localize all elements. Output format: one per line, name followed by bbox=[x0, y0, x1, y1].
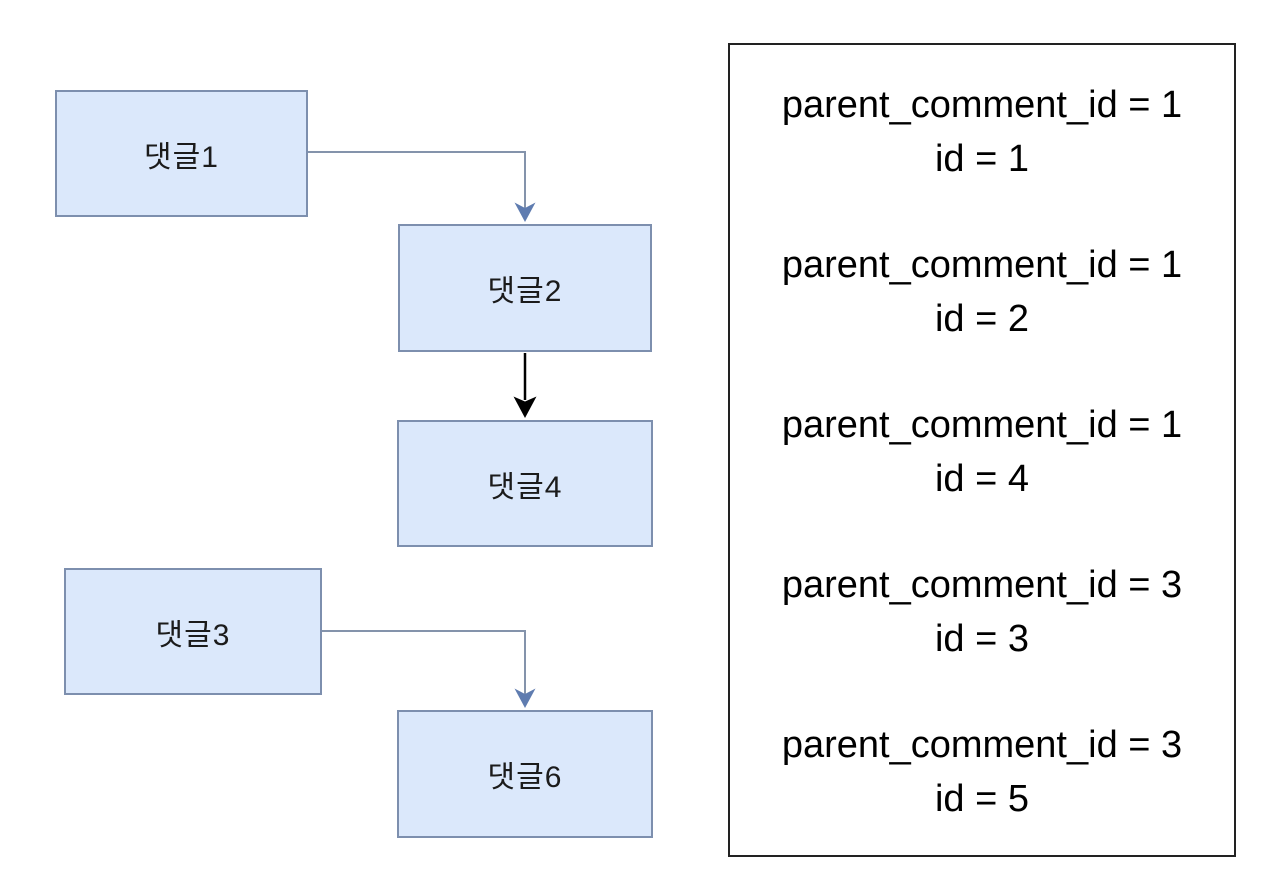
id-line: id = 1 bbox=[934, 138, 1030, 180]
arrow-comment3-comment6-head-icon bbox=[514, 688, 536, 708]
id-line: id = 4 bbox=[934, 458, 1030, 500]
id-mapping-panel: parent_comment_id = 1 id = 1 parent_comm… bbox=[728, 43, 1236, 857]
parent-comment-id-line: parent_comment_id = 1 bbox=[781, 84, 1183, 126]
id-line: id = 2 bbox=[934, 298, 1030, 340]
node-comment1-label: 댓글1 bbox=[144, 140, 219, 174]
node-comment2-label: 댓글2 bbox=[487, 275, 563, 308]
arrow-comment1-comment2-head-icon bbox=[514, 202, 536, 222]
id-line: id = 5 bbox=[934, 778, 1030, 820]
node-comment4-label: 댓글4 bbox=[487, 470, 563, 504]
mapping-entry: parent_comment_id = 3 id = 5 bbox=[730, 718, 1234, 826]
node-comment4: 댓글4 bbox=[397, 420, 653, 547]
parent-comment-id-line: parent_comment_id = 3 bbox=[781, 724, 1183, 766]
mapping-entry: parent_comment_id = 1 id = 4 bbox=[730, 398, 1234, 506]
mapping-entry: parent_comment_id = 1 id = 1 bbox=[730, 78, 1234, 186]
id-line: id = 3 bbox=[934, 618, 1030, 660]
node-comment6: 댓글6 bbox=[397, 710, 653, 838]
node-comment6-label: 댓글6 bbox=[487, 761, 563, 794]
arrow-comment2-comment4-head-icon bbox=[513, 396, 537, 418]
parent-comment-id-line: parent_comment_id = 1 bbox=[781, 404, 1183, 446]
mapping-entry: parent_comment_id = 3 id = 3 bbox=[730, 558, 1234, 666]
node-comment1: 댓글1 bbox=[55, 90, 308, 217]
parent-comment-id-line: parent_comment_id = 1 bbox=[781, 244, 1183, 286]
node-comment2: 댓글2 bbox=[398, 224, 652, 352]
arrow-comment1-comment2-line bbox=[308, 151, 526, 210]
node-comment3-label: 댓글3 bbox=[155, 618, 231, 652]
arrow-comment3-comment6-line bbox=[322, 630, 526, 696]
parent-comment-id-line: parent_comment_id = 3 bbox=[781, 564, 1183, 606]
mapping-entry: parent_comment_id = 1 id = 2 bbox=[730, 238, 1234, 346]
node-comment3: 댓글3 bbox=[64, 568, 322, 695]
